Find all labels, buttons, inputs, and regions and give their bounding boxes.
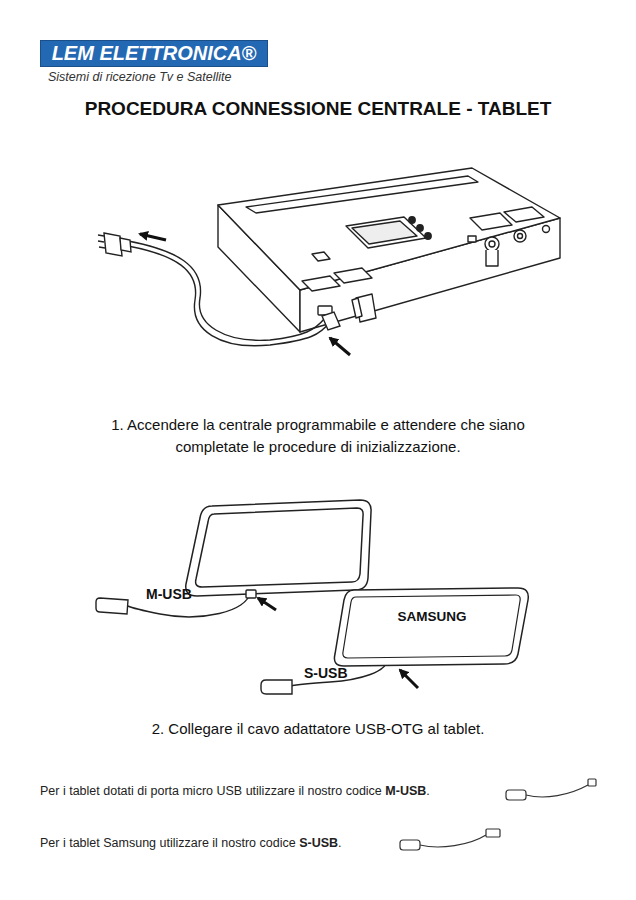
control-unit <box>218 168 560 332</box>
drawing-part <box>486 250 498 266</box>
cable-code: S-USB <box>304 665 348 681</box>
tablet-body <box>334 588 528 666</box>
arrow <box>258 598 276 610</box>
drawing-part <box>246 590 256 598</box>
cable-code: M-USB <box>146 586 192 602</box>
subtitle: Sistemi di ricezione Tv e Satellite <box>48 70 231 84</box>
drawing-part <box>322 312 340 330</box>
drawing-part <box>417 225 423 231</box>
drawing-part <box>261 680 292 694</box>
drawing-part <box>352 221 417 244</box>
drawing-part <box>468 236 476 242</box>
drawing-part <box>489 241 495 247</box>
drawing-part <box>128 241 325 340</box>
drawing-part <box>246 176 478 213</box>
drawing-part <box>409 217 415 223</box>
power-cable <box>128 241 330 346</box>
usb-plug <box>322 312 340 330</box>
step-text: 1. Accendere la centrale programmabile e… <box>86 414 550 458</box>
direction-arrows <box>140 234 350 355</box>
cable-code: M-USB <box>385 784 426 798</box>
drawing-part <box>470 213 512 230</box>
brand-name: LEM ELETTRONICA® <box>52 42 257 65</box>
drawing-part <box>334 268 372 283</box>
drawing-part <box>352 298 362 318</box>
drawing-part <box>514 230 526 242</box>
drawing-part <box>543 226 550 233</box>
page-title: PROCEDURA CONNESSIONE CENTRALE - TABLET <box>0 98 636 120</box>
drawing-part <box>196 508 364 587</box>
drawing-part <box>526 785 588 797</box>
samsung-tablet: SAMSUNG <box>332 586 532 668</box>
drawing-part <box>104 233 122 256</box>
footer-note: Per i tablet dotati di porta micro USB u… <box>40 784 382 798</box>
tablet <box>186 500 371 596</box>
drawing-part <box>96 598 128 614</box>
drawing-part <box>140 234 166 240</box>
drawing-part <box>218 168 560 290</box>
drawing-part <box>400 840 420 850</box>
drawing-part <box>425 233 431 239</box>
footer-line: Per i tablet dotati di porta micro USB u… <box>40 784 430 798</box>
tablet-outline <box>332 586 532 668</box>
drawing-part <box>98 235 105 248</box>
tablet-screen <box>343 595 520 658</box>
drawing-part <box>420 835 486 847</box>
logo-box: LEM ELETTRONICA® <box>40 40 268 67</box>
punctuation: . <box>338 836 341 850</box>
drawing-part <box>506 790 526 800</box>
drawing-part <box>312 252 330 261</box>
power-plug <box>98 233 131 256</box>
drawing-part <box>120 238 131 252</box>
drawing-part <box>518 234 523 239</box>
drawing-part <box>485 237 499 251</box>
drawing-part <box>330 338 350 355</box>
drawing-part <box>128 246 330 346</box>
footer-note: Per i tablet Samsung utilizzare il nostr… <box>40 836 296 850</box>
drawing-part <box>588 779 596 786</box>
punctuation: . <box>426 784 429 798</box>
cable-code: S-USB <box>299 836 338 850</box>
step-text: 2. Collegare il cavo adattatore USB-OTG … <box>0 720 636 737</box>
drawing-part <box>504 207 544 222</box>
brand-label: SAMSUNG <box>332 609 532 624</box>
drawing-part <box>302 276 340 291</box>
drawing-part <box>346 217 426 248</box>
arrow <box>400 670 418 688</box>
drawing-part <box>486 829 500 837</box>
m-usb-icon <box>506 779 596 800</box>
drawing-part <box>186 500 371 596</box>
footer-line: Per i tablet Samsung utilizzare il nostr… <box>40 836 342 850</box>
s-usb-icon <box>400 829 500 850</box>
